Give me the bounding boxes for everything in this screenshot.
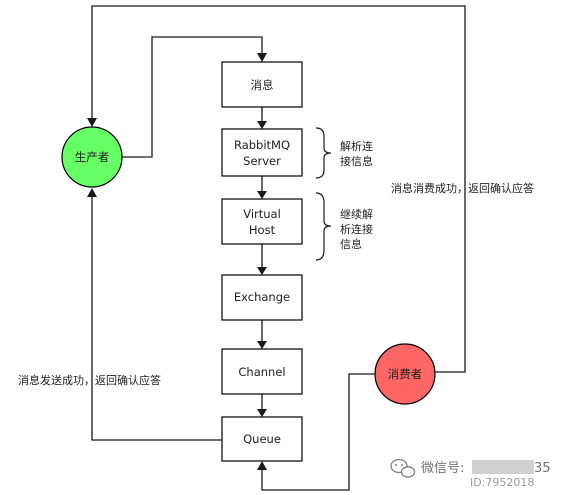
- rabbitmq-server-box: RabbitMQ Server: [221, 128, 303, 177]
- queue-label: Queue: [243, 432, 281, 446]
- consumer-circle: [374, 343, 436, 405]
- producer-label: 生产者: [75, 150, 110, 164]
- brace-vhost: [315, 192, 332, 261]
- continue-parse-note-line3: 信息: [340, 237, 362, 251]
- watermark: 微信号: 35 ID:7952018: [390, 458, 551, 489]
- parse-note-line2: 接信息: [340, 154, 373, 168]
- consumer-label: 消费者: [388, 367, 423, 381]
- watermark-id: 35: [534, 461, 551, 476]
- wechat-icon: [390, 458, 416, 478]
- producer-circle: [61, 126, 123, 188]
- producer-to-message-connector: [122, 36, 267, 158]
- virtual-host-box: Virtual Host: [221, 198, 303, 245]
- channel-label: Channel: [238, 365, 285, 379]
- continue-parse-note-line1: 继续解: [340, 207, 373, 221]
- queue-box: Queue: [221, 416, 303, 462]
- consumer-node: 消费者: [374, 343, 436, 405]
- message-label: 消息: [251, 78, 274, 92]
- consumer-ack-connector: [87, 5, 466, 373]
- exchange-box: Exchange: [221, 274, 303, 321]
- watermark-sub: ID:7952018: [470, 476, 534, 489]
- consumer-to-queue-connector: [257, 373, 380, 491]
- consume-ack-note: 消息消费成功，返回确认应答: [391, 181, 534, 195]
- vhost-label-line2: Host: [249, 223, 276, 237]
- watermark-text: 微信号:: [421, 461, 464, 476]
- flow-arrows: [257, 107, 267, 417]
- exchange-label: Exchange: [234, 290, 290, 304]
- parse-note-line1: 解析连: [340, 139, 373, 153]
- rabbitmq-label-line1: RabbitMQ: [234, 138, 290, 152]
- brace-rabbitmq: [315, 127, 332, 179]
- send-ack-note: 消息发送成功，返回确认应答: [18, 373, 161, 387]
- vhost-label-line1: Virtual: [243, 207, 281, 221]
- watermark-blur: [472, 460, 534, 474]
- message-box: 消息: [221, 61, 303, 108]
- channel-box: Channel: [221, 348, 303, 395]
- queue-to-producer-connector: [87, 188, 222, 441]
- producer-node: 生产者: [61, 126, 123, 188]
- continue-parse-note-line2: 析连接: [340, 222, 373, 236]
- rabbitmq-label-line2: Server: [243, 154, 281, 168]
